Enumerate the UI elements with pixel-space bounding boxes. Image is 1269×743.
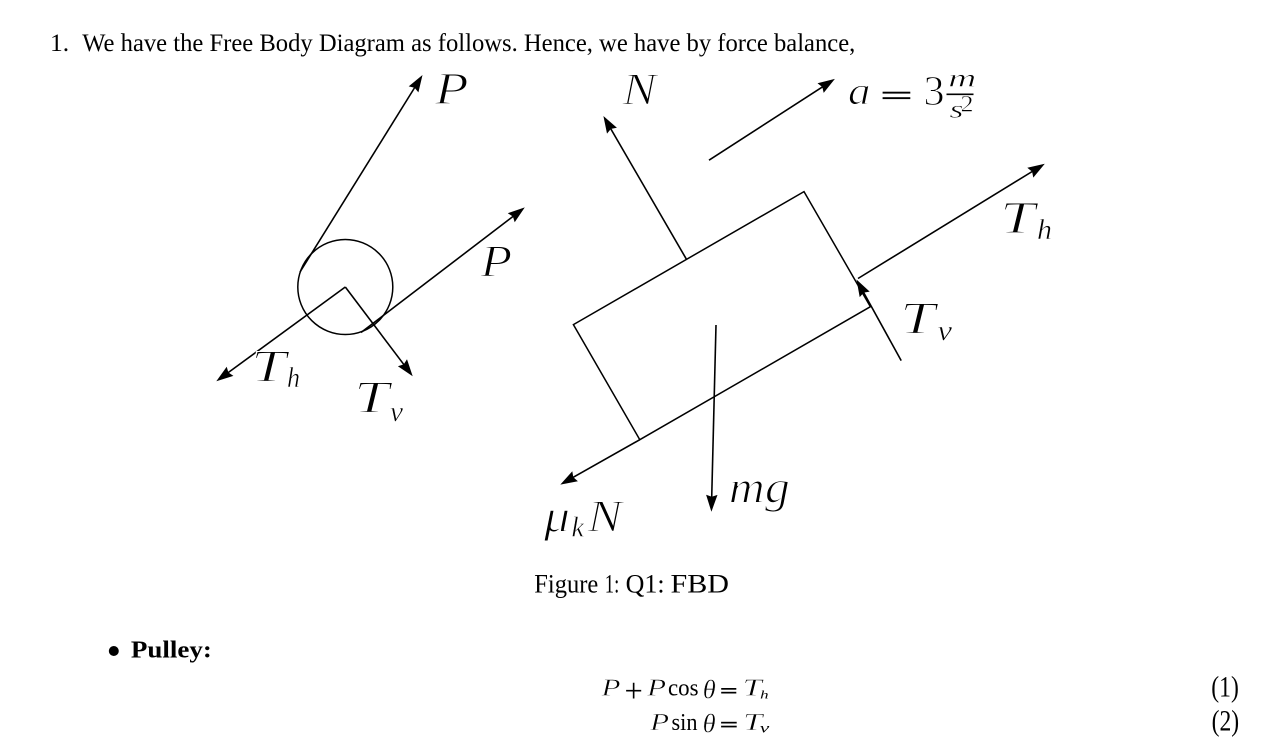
svg-text:N: N: [621, 65, 660, 115]
svg-text:cos: cos: [668, 676, 699, 702]
svg-text:We have the Free Body Diagram: We have the Free Body Diagram as follows…: [82, 28, 855, 57]
svg-text:1:: 1:: [605, 569, 620, 599]
svg-text:N: N: [586, 492, 625, 542]
svg-text:P: P: [480, 237, 513, 287]
svg-text:P: P: [649, 710, 670, 736]
svg-text:+: +: [625, 673, 643, 710]
svg-text:T: T: [251, 342, 290, 392]
svg-text:Pulley:: Pulley:: [131, 637, 212, 664]
svg-text:T: T: [743, 710, 765, 736]
svg-text:(2): (2): [1212, 705, 1240, 738]
svg-text:3: 3: [924, 69, 945, 115]
svg-text:θ: θ: [703, 708, 716, 738]
svg-text:h: h: [1037, 215, 1052, 246]
svg-text:a: a: [848, 70, 871, 113]
svg-text:θ: θ: [703, 674, 716, 704]
svg-text:T: T: [354, 372, 393, 422]
svg-text:h: h: [287, 363, 300, 394]
svg-text:(1): (1): [1211, 671, 1239, 704]
svg-text:Figure: Figure: [534, 569, 598, 599]
svg-text:2: 2: [961, 92, 974, 117]
svg-text:P: P: [434, 64, 469, 114]
svg-text:μ: μ: [543, 492, 570, 542]
svg-text:sin: sin: [672, 710, 698, 736]
svg-text:s: s: [950, 97, 964, 124]
svg-text:v: v: [760, 722, 771, 737]
svg-text:FBD: FBD: [671, 569, 730, 599]
svg-text:T: T: [743, 676, 765, 702]
svg-text:P: P: [600, 676, 621, 702]
svg-text:P: P: [646, 676, 667, 702]
svg-text:T: T: [900, 294, 939, 344]
svg-text:1.: 1.: [50, 28, 69, 57]
svg-text:mg: mg: [729, 463, 790, 513]
svg-text:k: k: [572, 513, 585, 544]
svg-text:v: v: [390, 397, 404, 428]
svg-text:T: T: [1000, 193, 1039, 243]
svg-text:v: v: [938, 316, 953, 347]
svg-text:h: h: [760, 687, 768, 701]
svg-text:Q1:: Q1:: [626, 569, 665, 599]
svg-text:m: m: [948, 66, 976, 93]
